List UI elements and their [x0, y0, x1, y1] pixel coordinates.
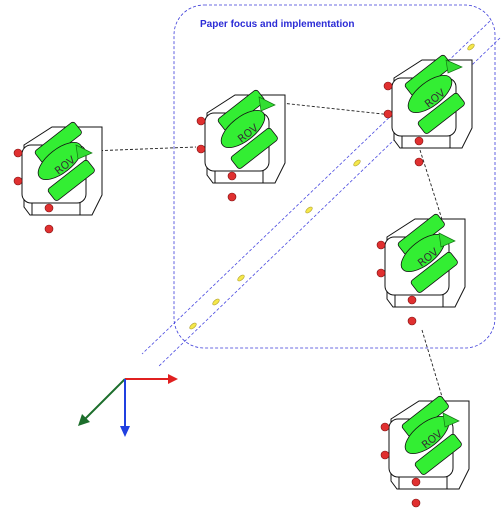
rov-unit-1: ROV [13, 120, 103, 234]
beam-marker [305, 206, 313, 214]
beam-marker [237, 274, 245, 282]
heading-triangle-icon [438, 232, 456, 248]
heading-triangle-icon [442, 412, 460, 428]
heading-triangle-icon [258, 96, 276, 112]
rov-vehicle-icon [380, 394, 470, 508]
beam-marker [353, 159, 361, 167]
rov-unit-3: ROV [383, 53, 473, 167]
link-rov2-rov3 [271, 101, 393, 116]
axis-x-arrowhead [168, 374, 178, 384]
rov-vehicle-icon [376, 212, 466, 326]
focus-region: Paper focus and implementation [173, 4, 496, 349]
focus-region-border [173, 4, 496, 349]
axis-y-arrowhead [78, 414, 90, 426]
link-rov4-rov5 [421, 329, 447, 411]
axis-y-line [84, 378, 126, 420]
heading-triangle-icon [445, 59, 463, 74]
link-rov3-rov4 [419, 149, 447, 233]
coordinate-axes [78, 374, 178, 437]
rov-unit-2: ROV [196, 88, 286, 202]
rov-unit-4: ROV [376, 212, 466, 326]
comm-links [89, 101, 447, 411]
link-rov1-rov2 [89, 146, 197, 152]
axis-z-arrowhead [120, 426, 130, 437]
focus-region-title: Paper focus and implementation [200, 19, 354, 30]
beam-marker [212, 298, 220, 306]
rov-unit-5: ROV [380, 394, 470, 508]
rov-vehicle-icon [13, 120, 103, 234]
heading-triangle-icon [75, 144, 93, 160]
beam-marker [467, 43, 475, 51]
rov-vehicle-icon [383, 53, 473, 167]
beam-edge-lower [157, 37, 501, 368]
beam-marker [189, 322, 197, 330]
